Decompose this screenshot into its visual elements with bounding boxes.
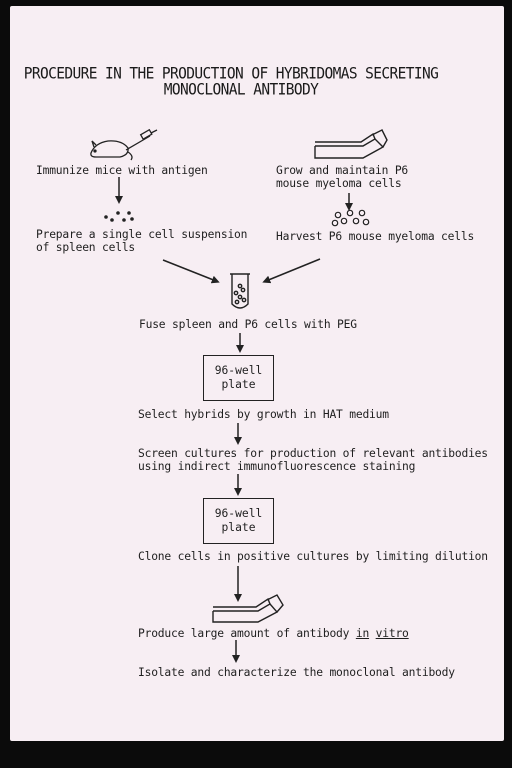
slide	[10, 6, 504, 741]
step-grow-myeloma-line-1: Grow and maintain P6	[276, 164, 409, 177]
step-screen-cultures-line-1: Screen cultures for production of releva…	[138, 447, 488, 460]
plate-label-line-1: 96-well	[214, 507, 263, 520]
cell-dots-icon	[331, 209, 370, 227]
plate-label-line-2: plate	[221, 521, 256, 534]
step-harvest-myeloma: Harvest P6 mouse myeloma cells	[276, 230, 475, 243]
title-line-1: PROCEDURE IN THE PRODUCTION OF HYBRIDOMA…	[23, 65, 439, 83]
plate-label-line-2: plate	[221, 378, 256, 391]
plate-label-line-1: 96-well	[214, 364, 263, 377]
culture-flask-icon	[212, 594, 284, 623]
step-clone-cells: Clone cells in positive cultures by limi…	[138, 550, 488, 563]
culture-flask-icon	[314, 129, 388, 159]
arrow-icon	[162, 259, 220, 284]
step-isolate-antibody: Isolate and characterize the monoclonal …	[138, 666, 455, 679]
96-well-plate-box: 96-well plate	[203, 498, 274, 544]
test-tube-icon	[230, 273, 250, 309]
step-grow-myeloma-line-2: mouse myeloma cells	[276, 177, 402, 190]
step-screen-cultures-line-2: using indirect immunofluorescence staini…	[138, 460, 416, 473]
produce-text: Produce large amount of antibody	[138, 627, 356, 640]
arrow-icon	[262, 258, 321, 284]
step-fuse-cells: Fuse spleen and P6 cells with PEG	[139, 318, 357, 331]
step-prepare-suspension-line-1: Prepare a single cell suspension	[36, 228, 248, 241]
step-produce-antibody: Produce large amount of antibody in vitr…	[138, 627, 409, 641]
produce-in-text: in	[355, 627, 370, 640]
title-line-2: MONOCLONAL ANTIBODY	[163, 81, 319, 99]
cell-dots-icon	[104, 211, 134, 222]
produce-vitro-text: vitro	[375, 627, 409, 640]
step-prepare-suspension-line-2: of spleen cells	[36, 241, 136, 254]
mouse-with-syringe-icon	[90, 128, 158, 161]
step-select-hybrids: Select hybrids by growth in HAT medium	[138, 408, 389, 421]
96-well-plate-box: 96-well plate	[203, 355, 274, 401]
step-immunize-mice: Immunize mice with antigen	[36, 164, 208, 177]
